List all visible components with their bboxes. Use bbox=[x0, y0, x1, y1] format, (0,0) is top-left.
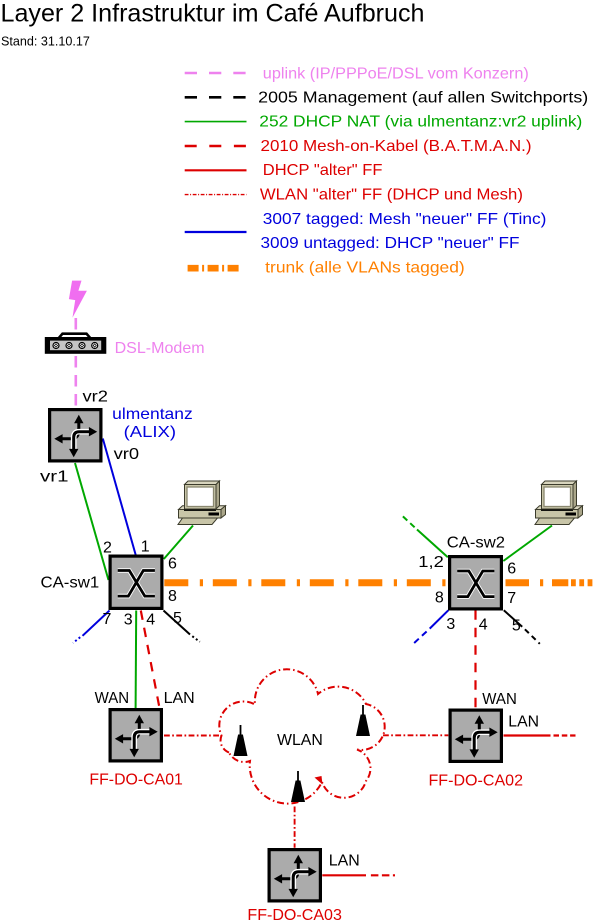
svg-text:7: 7 bbox=[507, 590, 516, 607]
svg-text:2005 Management (auf allen Swi: 2005 Management (auf allen Switchports) bbox=[258, 89, 588, 106]
svg-text:DSL-Modem: DSL-Modem bbox=[115, 340, 205, 357]
svg-text:5: 5 bbox=[512, 618, 521, 635]
svg-text:1: 1 bbox=[141, 539, 150, 556]
svg-text:FF-DO-CA02: FF-DO-CA02 bbox=[429, 772, 524, 789]
svg-text:7: 7 bbox=[103, 611, 112, 628]
svg-text:(ALIX): (ALIX) bbox=[124, 424, 176, 441]
svg-text:DHCP "alter" FF: DHCP "alter" FF bbox=[263, 162, 383, 179]
svg-text:8: 8 bbox=[435, 589, 444, 606]
svg-text:2: 2 bbox=[103, 540, 112, 557]
svg-text:vr2: vr2 bbox=[83, 389, 109, 406]
svg-text:LAN: LAN bbox=[164, 690, 195, 707]
svg-text:WLAN "alter" FF (DHCP und Mesh: WLAN "alter" FF (DHCP und Mesh) bbox=[260, 186, 523, 203]
svg-text:vr1: vr1 bbox=[40, 468, 69, 485]
svg-text:4: 4 bbox=[479, 617, 488, 634]
svg-text:CA-sw2: CA-sw2 bbox=[447, 535, 505, 552]
svg-text:WAN: WAN bbox=[95, 690, 130, 707]
svg-text:4: 4 bbox=[146, 612, 155, 629]
svg-text:6: 6 bbox=[507, 561, 516, 578]
svg-text:6: 6 bbox=[168, 555, 177, 572]
svg-text:Layer 2 Infrastruktur im Café: Layer 2 Infrastruktur im Café Aufbruch bbox=[1, 0, 425, 27]
svg-text:8: 8 bbox=[168, 588, 177, 605]
svg-text:3: 3 bbox=[124, 612, 133, 629]
svg-text:trunk (alle VLANs tagged): trunk (alle VLANs tagged) bbox=[265, 259, 465, 276]
svg-text:FF-DO-CA03: FF-DO-CA03 bbox=[247, 907, 342, 924]
svg-text:CA-sw1: CA-sw1 bbox=[41, 575, 100, 592]
svg-text:2010 Mesh-on-Kabel (B.A.T.M.A.: 2010 Mesh-on-Kabel (B.A.T.M.A.N.) bbox=[261, 138, 532, 155]
svg-text:3: 3 bbox=[446, 616, 455, 633]
svg-text:ulmentanz: ulmentanz bbox=[112, 406, 193, 423]
svg-text:FF-DO-CA01: FF-DO-CA01 bbox=[89, 771, 183, 788]
svg-text:3007 tagged: Mesh "neuer" FF (: 3007 tagged: Mesh "neuer" FF (Tinc) bbox=[263, 211, 547, 228]
svg-text:Stand: 31.10.17: Stand: 31.10.17 bbox=[1, 34, 90, 48]
svg-text:WLAN: WLAN bbox=[277, 732, 323, 749]
svg-text:LAN: LAN bbox=[329, 853, 360, 870]
svg-text:1,2: 1,2 bbox=[418, 554, 444, 571]
svg-text:WAN: WAN bbox=[482, 691, 517, 708]
svg-text:5: 5 bbox=[173, 610, 182, 627]
svg-text:252 DHCP NAT (via ulmentanz:vr: 252 DHCP NAT (via ulmentanz:vr2 uplink) bbox=[259, 114, 582, 131]
svg-text:vr0: vr0 bbox=[114, 446, 140, 463]
svg-text:LAN: LAN bbox=[508, 714, 539, 731]
svg-text:3009 untagged: DHCP "neuer" FF: 3009 untagged: DHCP "neuer" FF bbox=[261, 235, 520, 252]
svg-text:uplink (IP/PPPoE/DSL vom Konze: uplink (IP/PPPoE/DSL vom Konzern) bbox=[263, 66, 529, 83]
